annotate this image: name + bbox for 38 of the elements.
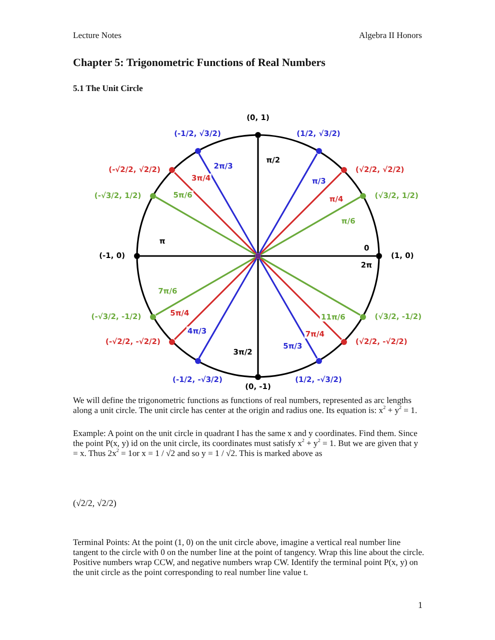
radius-line	[258, 258, 318, 359]
point-dot	[255, 374, 261, 380]
point-dot	[316, 148, 322, 154]
point-dot	[169, 167, 176, 174]
point-dot	[340, 167, 347, 174]
radius-line	[260, 172, 342, 254]
header-text: Algebra II Honors	[358, 30, 422, 40]
chapter-title: Chapter 5: Trigonometric Functions of Real Numbers	[73, 57, 326, 69]
radius-line	[198, 258, 258, 359]
point-dot	[150, 192, 156, 198]
point-dot	[255, 132, 261, 138]
radius-line	[174, 258, 256, 340]
radius-line	[258, 153, 318, 254]
point-dot	[376, 253, 382, 259]
radius-line	[257, 138, 259, 253]
radius-line	[140, 255, 255, 257]
point-dot	[316, 358, 322, 364]
radius-line	[261, 255, 376, 257]
point-dot	[169, 338, 176, 345]
point-dot	[360, 314, 366, 320]
radius-line	[198, 153, 258, 254]
point-dot	[194, 148, 200, 154]
header-text: Lecture Notes	[73, 30, 122, 40]
paragraph: Example: A point on the unit circle in quadrant I has the same x and y coordinates. Find them. Since the point P(x, y) id on the unit circle, its coordinates must satisfy x$^{2}$ + y$^{2}$ = 1. But we are given that y = x. Thus 2x$^{2}$ = 1or x = 1 / √2 and so y = 1 / √2. This is marked above as	[73, 428, 420, 458]
radius-line	[155, 196, 256, 256]
paragraph: Terminal Points: At the point (1, 0) on the unit circle above, imagine a vertical real number line tangent to the circle with 0 on the number line at the point of tangency. Wrap this line about the circle. Positive numbers wrap CCW, and negative numbers wrap CW. Identify the terminal point P(x, y) on the unit circle as the point corresponding to real number line value t.	[73, 537, 425, 577]
paragraph: We will define the trigonometric functions as functions of real numbers, represented as arc lengths along a unit circle. The unit circle has center at the origin and radius one. Its equation is: x$^{2}$ + y$^{2}$ = 1.	[73, 395, 418, 415]
point-dot	[150, 314, 156, 320]
radius-line	[155, 256, 256, 316]
point-dot	[134, 253, 140, 259]
formula: (√2/2, √2/2)	[73, 498, 116, 508]
radius-line	[257, 259, 259, 374]
radius-line	[174, 172, 256, 254]
page-number: 1	[418, 600, 422, 610]
radius-line	[260, 258, 342, 340]
radius-line	[260, 256, 361, 316]
section-heading: 5.1 The Unit Circle	[73, 83, 143, 93]
radius-line	[260, 196, 361, 256]
